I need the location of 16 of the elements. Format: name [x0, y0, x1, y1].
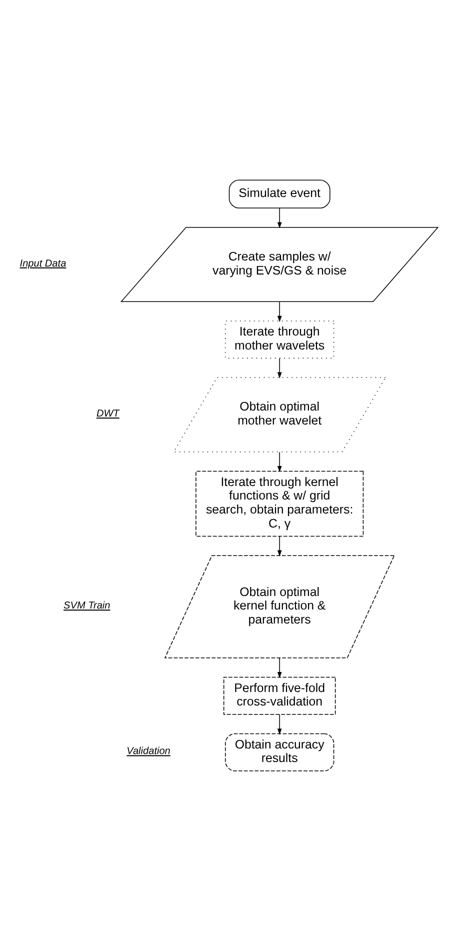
label: DWT	[96, 408, 120, 420]
node-box: Perform five-fold cross-validation	[223, 676, 336, 715]
label: SVM Train	[64, 600, 110, 612]
arrow	[277, 452, 282, 472]
label: Input Data	[20, 258, 66, 270]
label: Validation	[126, 746, 170, 758]
arrow	[277, 358, 282, 378]
arrow	[277, 658, 282, 678]
node-box: Obtain accuracy results	[224, 733, 334, 772]
node-box: Iterate through kernel functions & w/ grid search, obtain parameters: C, γ	[196, 470, 364, 537]
arrow	[277, 714, 282, 735]
node-box: Simulate event	[228, 180, 330, 208]
node-box: Iterate through mother wavelets	[224, 320, 334, 359]
arrow	[277, 301, 282, 322]
arrow	[277, 536, 282, 556]
arrow	[277, 208, 282, 228]
